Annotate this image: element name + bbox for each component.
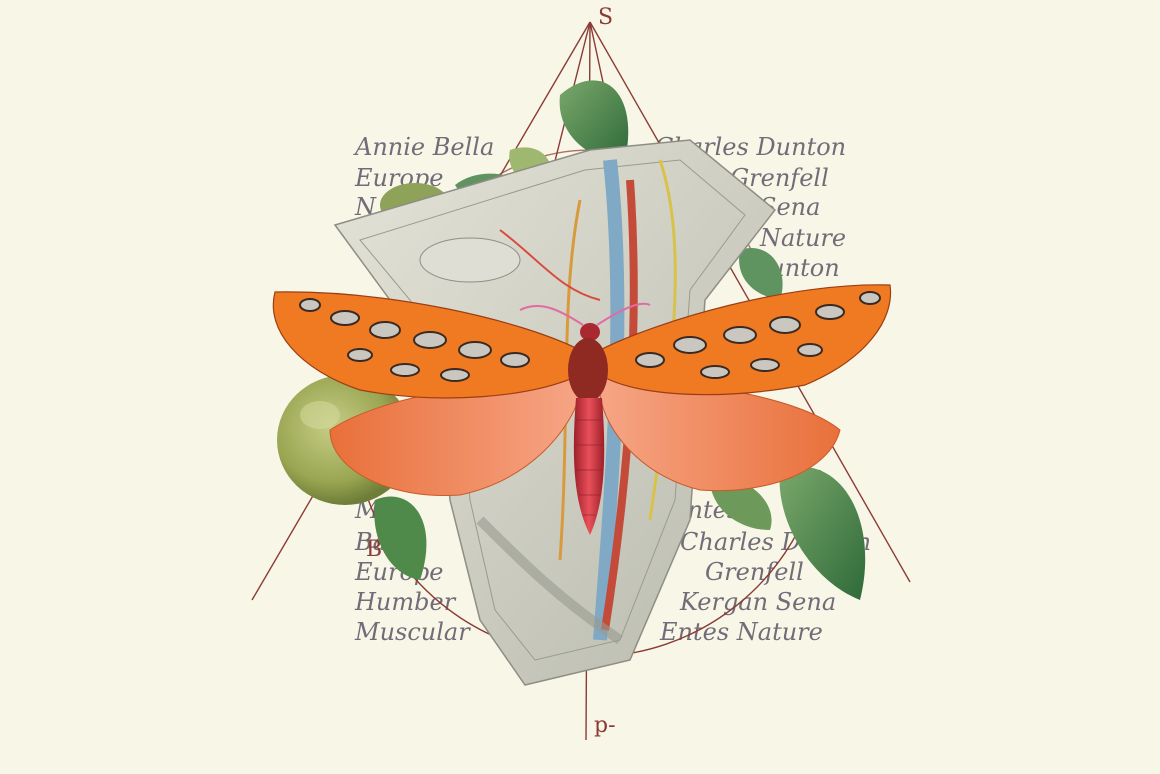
script-text-left: Annie Bella Europe N M Ba Europe Humber … [353,133,494,646]
wing-spots [299,291,881,382]
label-bottom: p- [594,713,616,738]
script-line: Annie Bella [353,133,494,161]
script-line: Humber [354,588,457,616]
moth-thorax [568,338,608,402]
script-line: Muscular [354,618,471,646]
label-top: S [598,5,613,30]
script-line: Nature [759,224,846,252]
moth-head [580,323,600,341]
script-line: Grenfell [705,558,804,586]
label-left-letter: B [366,537,382,562]
moth [272,284,892,535]
script-line: Kergan Sena [679,588,836,616]
script-line: Entes Nature [659,618,823,646]
moth-abdomen [573,398,605,535]
